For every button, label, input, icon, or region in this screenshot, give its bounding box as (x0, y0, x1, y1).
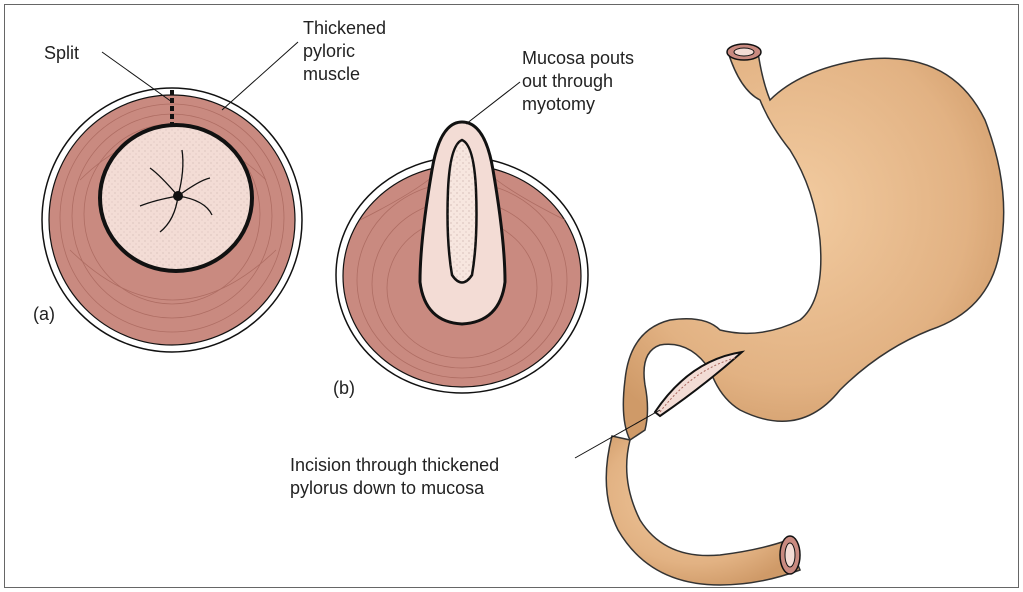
label-thickened-muscle: Thickened pyloric muscle (303, 17, 386, 86)
panel-a-cross-section (42, 88, 302, 352)
label-panel-b: (b) (333, 377, 355, 400)
label-panel-a: (a) (33, 303, 55, 326)
label-mucosa-pouts: Mucosa pouts out through myotomy (522, 47, 634, 116)
mucosa-pouts-leader (466, 82, 520, 124)
label-split: Split (44, 42, 79, 65)
duodenum (606, 436, 800, 585)
thickened-muscle-leader (222, 42, 298, 110)
stomach (606, 44, 1003, 585)
label-incision: Incision through thickened pylorus down … (290, 454, 499, 500)
panel-b-cross-section (336, 122, 588, 393)
